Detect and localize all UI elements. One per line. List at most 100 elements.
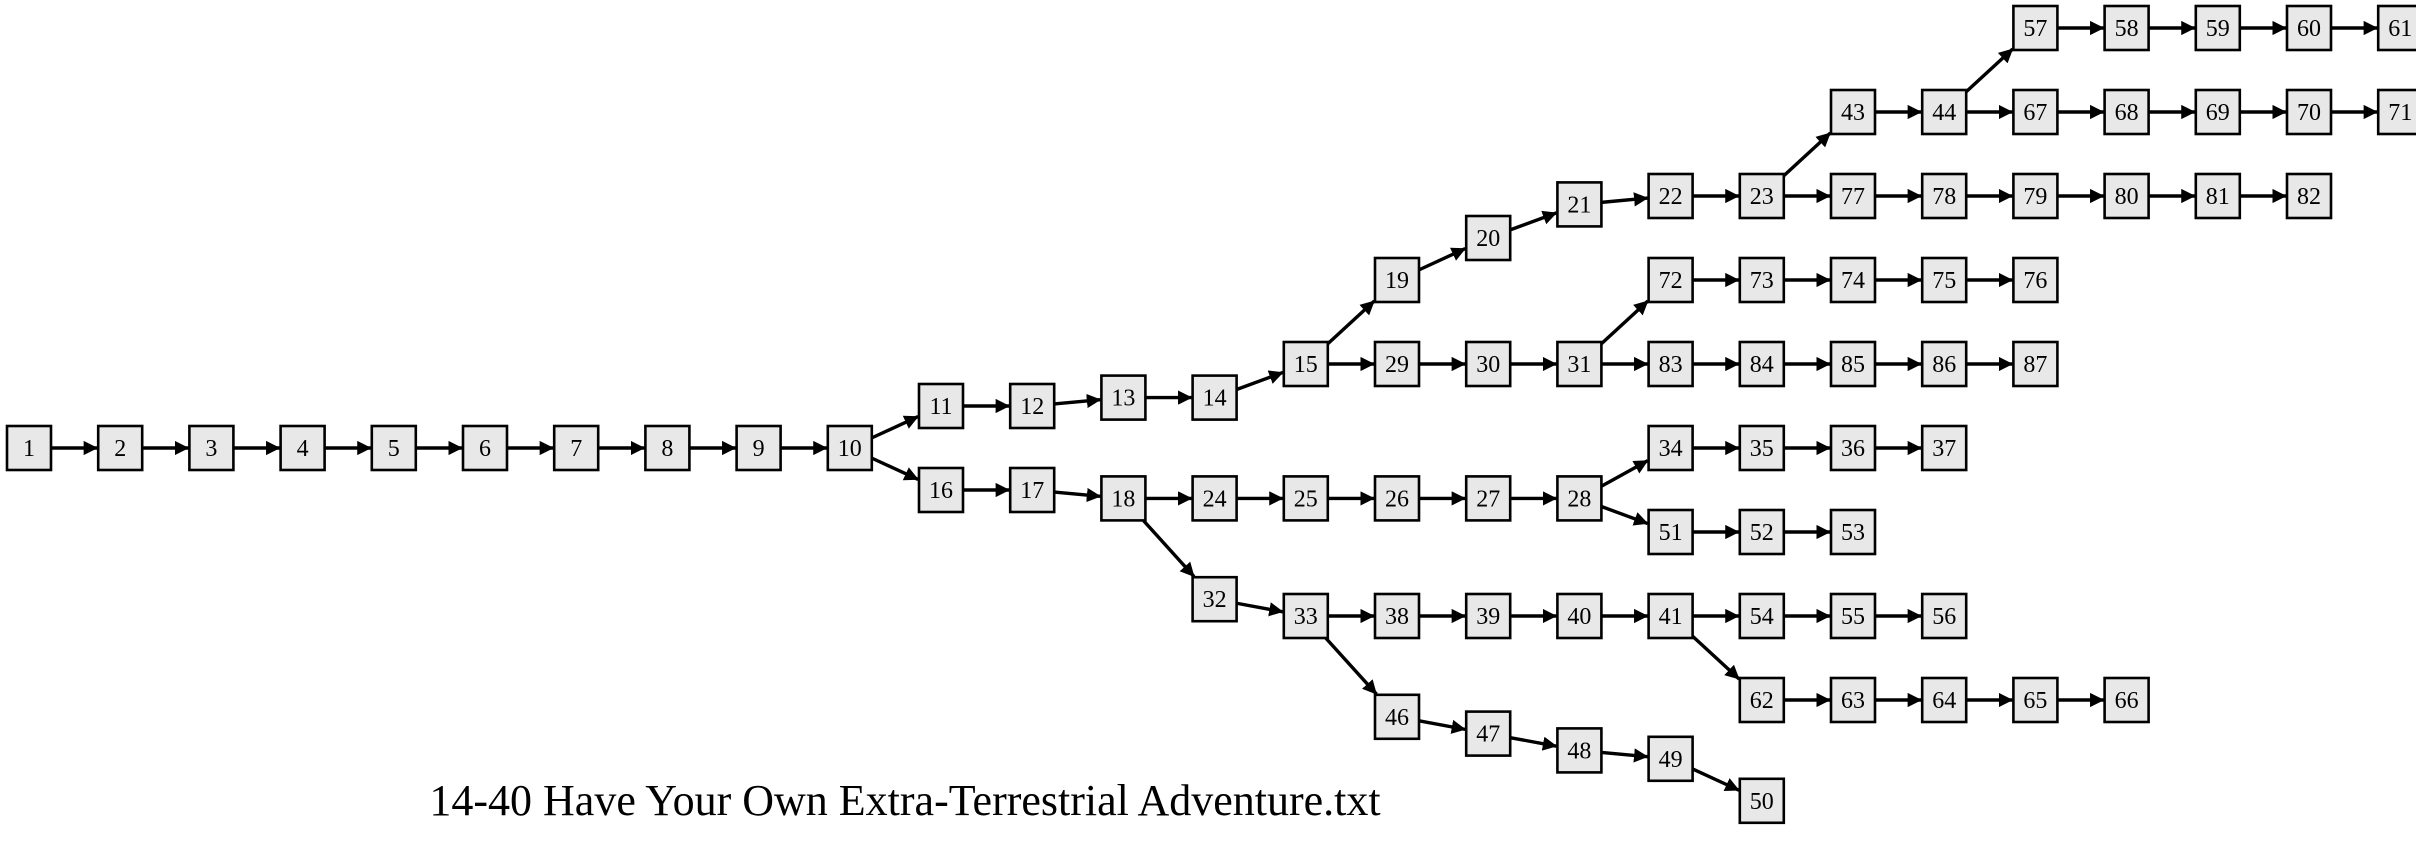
node-85: 85 xyxy=(1829,340,1877,388)
node-label: 60 xyxy=(2297,16,2321,42)
node-box xyxy=(1647,508,1694,556)
node-box xyxy=(2012,172,2059,220)
node-label: 18 xyxy=(1111,486,1135,512)
node-label: 46 xyxy=(1385,705,1409,731)
node-62: 62 xyxy=(1738,676,1786,724)
node-box xyxy=(1282,592,1330,640)
node-label: 70 xyxy=(2297,100,2321,126)
node-53: 53 xyxy=(1829,508,1877,556)
node-box xyxy=(1373,475,1421,522)
node-box xyxy=(1464,710,1512,757)
node-label: 26 xyxy=(1385,486,1409,512)
edge-44-57 xyxy=(1965,47,2014,93)
node-48: 48 xyxy=(1556,727,1603,774)
node-label: 87 xyxy=(2023,352,2047,378)
node-label: 38 xyxy=(1385,604,1409,630)
node-box xyxy=(461,424,509,472)
node-label: 7 xyxy=(570,436,582,462)
node-label: 16 xyxy=(929,478,953,504)
node-46: 46 xyxy=(1373,693,1421,741)
node-box xyxy=(2194,172,2242,220)
node-54: 54 xyxy=(1738,592,1786,640)
node-box xyxy=(917,382,965,430)
node-label: 59 xyxy=(2206,16,2230,42)
node-label: 72 xyxy=(1659,268,1683,294)
node-label: 65 xyxy=(2023,688,2047,714)
node-label: 3 xyxy=(205,436,217,462)
node-71: 71 xyxy=(2376,88,2416,136)
node-box xyxy=(1647,735,1694,783)
node-box xyxy=(1464,214,1512,262)
node-box xyxy=(370,424,418,472)
node-label: 78 xyxy=(1932,184,1956,210)
node-box xyxy=(1191,475,1238,522)
node-15: 15 xyxy=(1282,340,1330,388)
node-21: 21 xyxy=(1556,181,1603,228)
node-box xyxy=(2285,88,2333,136)
edge-28-34 xyxy=(1600,459,1649,488)
node-box xyxy=(1829,256,1877,304)
node-33: 33 xyxy=(1282,592,1330,640)
node-79: 79 xyxy=(2012,172,2059,220)
node-box xyxy=(1829,172,1877,220)
node-label: 58 xyxy=(2115,16,2139,42)
node-box xyxy=(2012,256,2059,304)
node-12: 12 xyxy=(1008,382,1056,430)
node-label: 33 xyxy=(1294,604,1318,630)
node-47: 47 xyxy=(1464,710,1512,757)
node-label: 54 xyxy=(1750,604,1774,630)
diagram-title: 14-40 Have Your Own Extra-Terrestrial Ad… xyxy=(429,776,1381,825)
node-label: 14 xyxy=(1203,386,1227,412)
node-box xyxy=(1738,676,1786,724)
node-14: 14 xyxy=(1191,374,1238,421)
node-box xyxy=(2376,4,2416,52)
node-label: 76 xyxy=(2023,268,2047,294)
node-label: 9 xyxy=(753,436,765,462)
node-label: 52 xyxy=(1750,520,1774,546)
node-1: 1 xyxy=(5,424,53,472)
node-label: 43 xyxy=(1841,100,1865,126)
node-box xyxy=(279,424,326,472)
node-label: 85 xyxy=(1841,352,1865,378)
node-64: 64 xyxy=(1920,676,1968,724)
edge-28-51 xyxy=(1600,504,1649,526)
node-box xyxy=(1647,256,1694,304)
node-box xyxy=(2103,4,2150,52)
node-35: 35 xyxy=(1738,424,1786,472)
node-box xyxy=(2012,4,2059,52)
node-22: 22 xyxy=(1647,172,1694,220)
node-8: 8 xyxy=(644,424,691,472)
node-box xyxy=(735,424,782,472)
edge-layer xyxy=(51,20,2378,792)
node-label: 62 xyxy=(1750,688,1774,714)
node-box xyxy=(1647,172,1694,220)
edge-23-43 xyxy=(1782,131,1832,177)
node-69: 69 xyxy=(2194,88,2242,136)
node-box xyxy=(1373,693,1421,741)
node-box xyxy=(1829,88,1877,136)
node-label: 30 xyxy=(1476,352,1500,378)
node-box xyxy=(2194,4,2242,52)
node-box xyxy=(1829,424,1877,472)
node-39: 39 xyxy=(1464,592,1512,640)
node-label: 80 xyxy=(2115,184,2139,210)
node-label: 69 xyxy=(2206,100,2230,126)
node-40: 40 xyxy=(1556,592,1603,640)
node-label: 55 xyxy=(1841,604,1865,630)
node-label: 29 xyxy=(1385,352,1409,378)
node-label: 44 xyxy=(1932,100,1956,126)
node-32: 32 xyxy=(1191,575,1238,623)
edge-12-13 xyxy=(1054,393,1102,409)
node-label: 6 xyxy=(479,436,491,462)
edge-46-47 xyxy=(1418,719,1466,734)
node-4: 4 xyxy=(279,424,326,472)
node-label: 64 xyxy=(1932,688,1956,714)
node-box xyxy=(1738,508,1786,556)
node-57: 57 xyxy=(2012,4,2059,52)
node-label: 20 xyxy=(1476,226,1500,252)
node-label: 51 xyxy=(1659,520,1683,546)
node-box xyxy=(1282,340,1330,388)
node-label: 2 xyxy=(114,436,126,462)
node-label: 1 xyxy=(23,436,35,462)
node-label: 17 xyxy=(1020,478,1044,504)
